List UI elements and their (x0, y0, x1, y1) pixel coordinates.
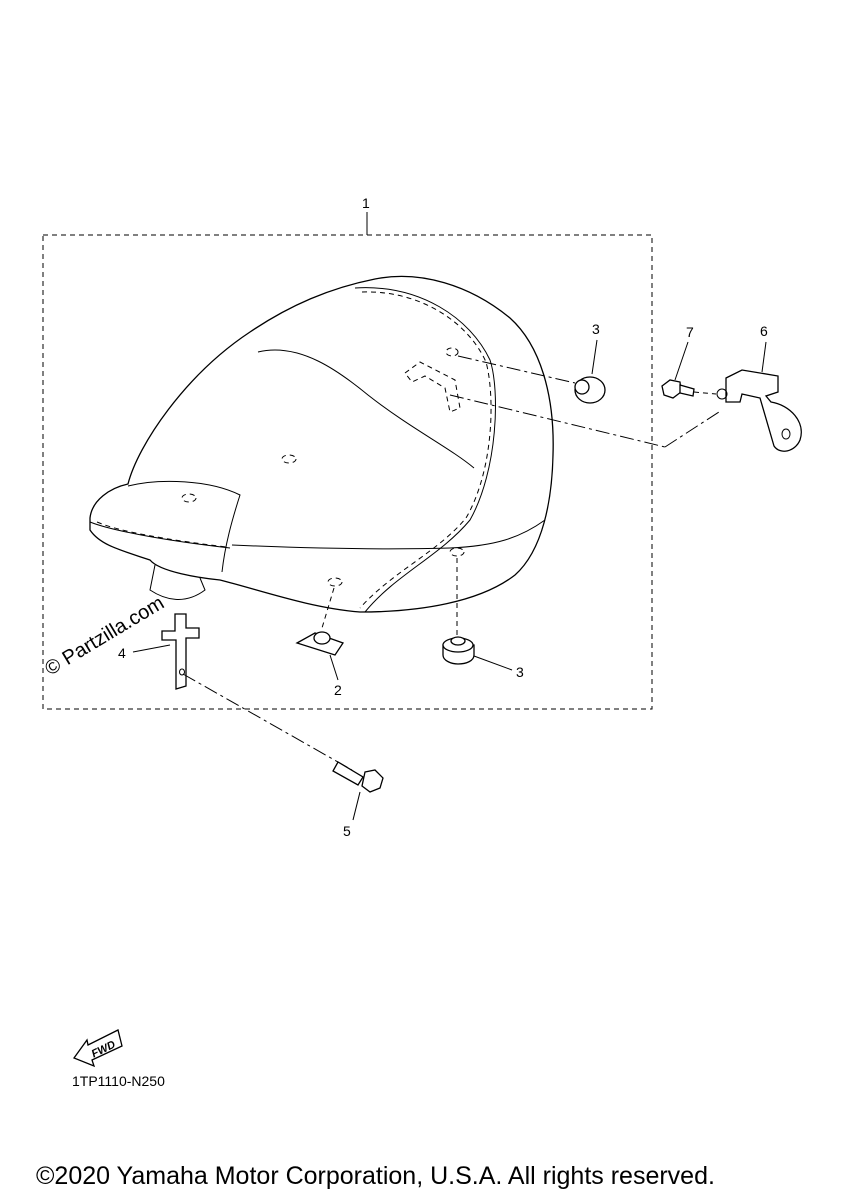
callout-5[interactable]: 5 (343, 823, 351, 839)
callout-4-leader (132, 644, 171, 653)
stay-bracket[interactable] (449, 369, 802, 452)
damper-top[interactable] (457, 355, 606, 404)
damper-bottom[interactable] (442, 558, 475, 665)
partzilla-watermark: © Partzilla.com (41, 592, 168, 680)
callout-1[interactable]: 1 (362, 195, 370, 211)
bolt[interactable] (182, 673, 384, 793)
screw[interactable] (661, 379, 717, 399)
nut[interactable] (295, 587, 345, 656)
callout-6[interactable]: 6 (760, 323, 768, 339)
callout-7-leader (674, 341, 689, 381)
callout-2[interactable]: 2 (334, 682, 342, 698)
callout-2-leader (329, 654, 339, 681)
callout-3a[interactable]: 3 (592, 321, 600, 337)
callout-3b-leader (473, 655, 513, 671)
callout-3b[interactable]: 3 (516, 664, 524, 680)
diagram-code: 1TP1110-N250 (72, 1073, 165, 1089)
fwd-arrow-icon: FWD (72, 1029, 123, 1068)
copyright-notice: ©2020 Yamaha Motor Corporation, U.S.A. A… (36, 1162, 715, 1190)
callout-5-leader (352, 791, 361, 821)
seat-illustration (89, 275, 554, 613)
callout-4[interactable]: 4 (118, 645, 126, 661)
assembly-boundary (42, 234, 653, 710)
callout-6-leader (761, 341, 767, 373)
seat-bracket[interactable] (161, 613, 200, 690)
callout-3a-leader (591, 339, 598, 375)
callout-7[interactable]: 7 (686, 324, 694, 340)
